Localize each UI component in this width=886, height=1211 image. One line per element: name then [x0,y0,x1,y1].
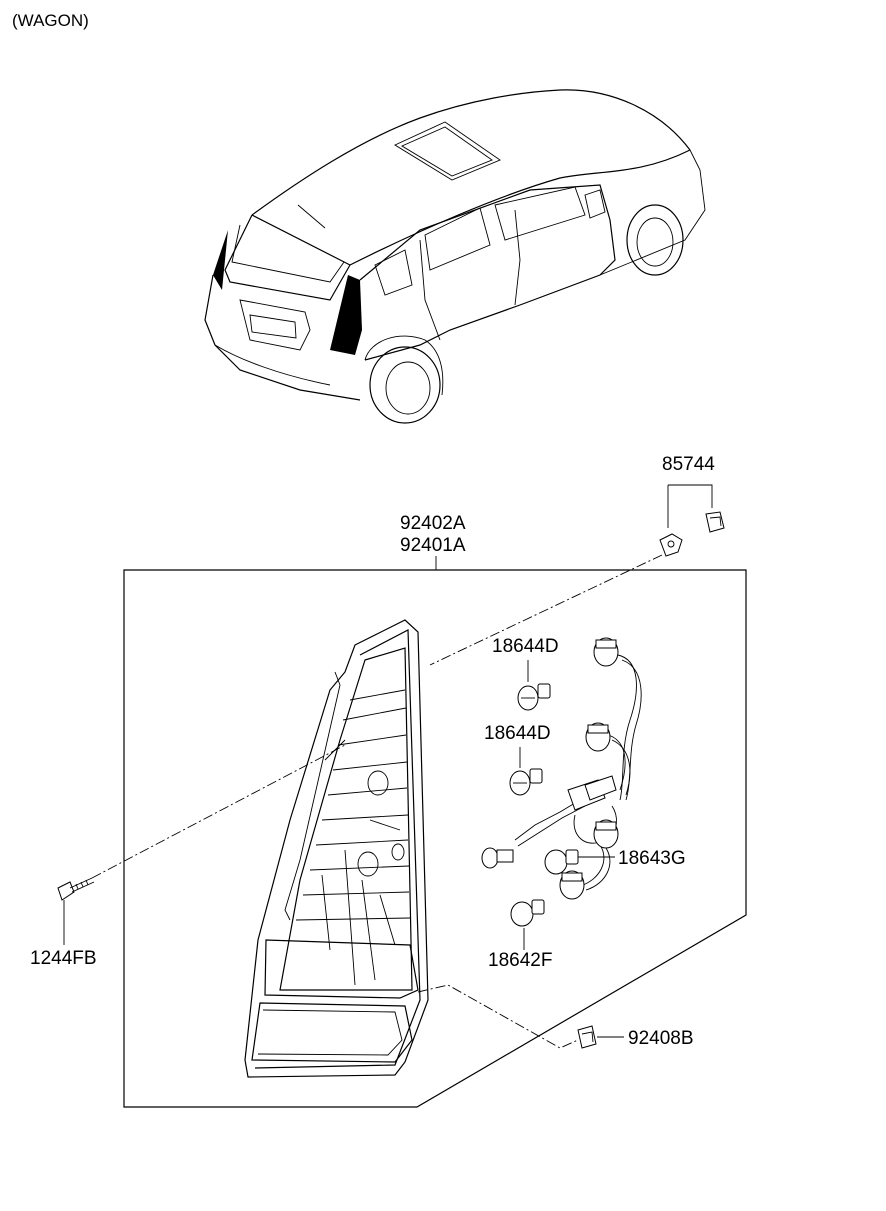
callout-92401a: 92401A [400,535,466,556]
callout-1244fb: 1244FB [30,948,97,969]
screw-1244fb [57,877,95,901]
callout-92408b: 92408B [628,1028,694,1049]
right-tail-lamp-highlight [330,275,362,355]
bulb-18644d-upper [517,683,551,711]
callout-92402a: 92402A [400,513,466,534]
callout-85744: 85744 [662,454,715,475]
wiring-harness [514,654,642,891]
assembly-line-clip [429,554,663,666]
vehicle-illustration [204,89,706,424]
tail-lamp-assembly [244,619,429,1078]
callout-18644d-upper: 18644D [492,636,559,657]
clip-85744-screw [659,533,683,557]
bulb-socket-4 [559,870,585,900]
retainer-92408b [577,1025,597,1049]
bulb-18644d-middle [509,768,543,796]
callout-18642f: 18642F [488,950,552,971]
assembly-line-retainer [417,984,579,1049]
bulb-socket-3 [593,819,619,849]
assembly-frame [123,569,747,1108]
variant-label: (WAGON) [12,11,89,30]
wedge-bulb [481,847,514,869]
callout-18644d-middle: 18644D [484,723,551,744]
callout-18643g: 18643G [618,848,686,869]
bulb-18643g [544,849,579,875]
bulb-socket-1 [593,637,619,667]
clip-85744-nut [705,511,725,533]
left-tail-lamp-highlight [213,230,228,290]
bulb-socket-2 [585,722,611,752]
bulb-18642f [510,899,545,927]
assembly-line-screw [91,744,346,879]
